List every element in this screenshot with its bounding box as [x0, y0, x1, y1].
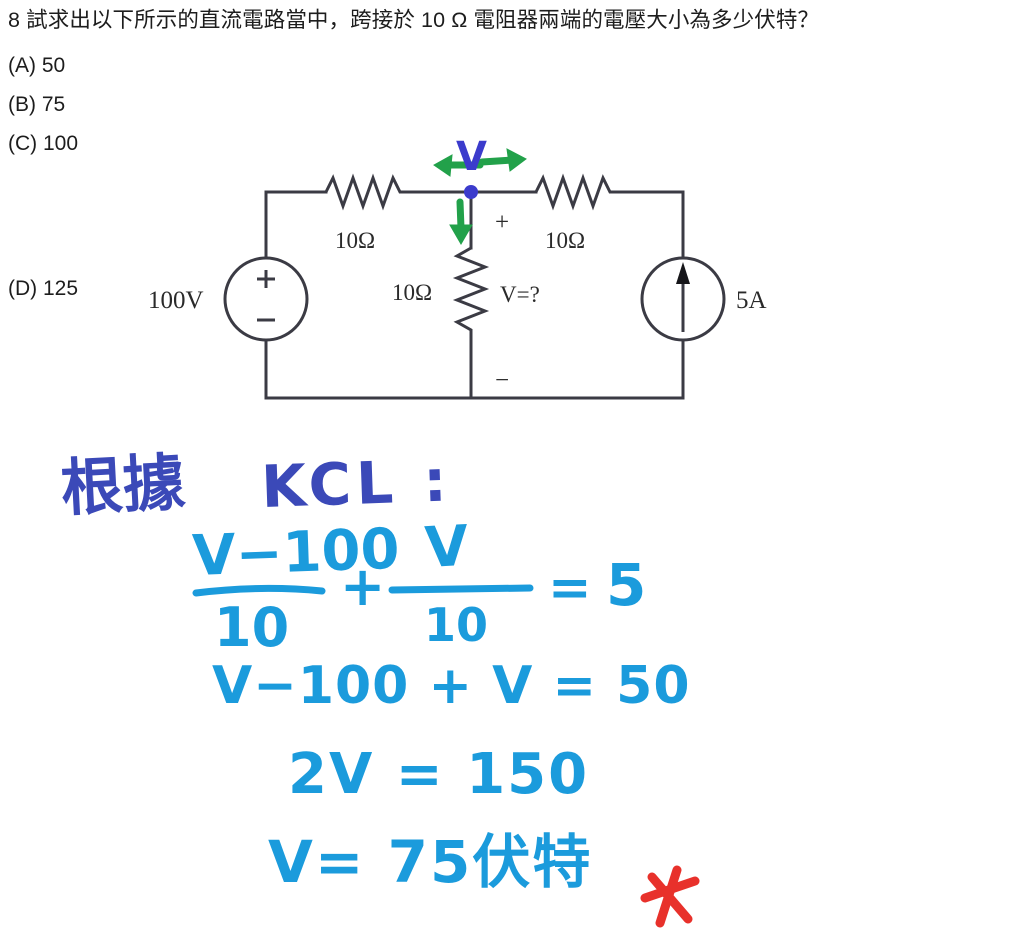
circuit-diagram: + − 10Ω 10Ω 10Ω V=? 100V 5A V — [130, 140, 810, 430]
annotation-arrow-right — [478, 148, 527, 172]
handwriting-heading-kcl: KCL : — [260, 446, 453, 521]
polarity-minus: − — [495, 367, 509, 394]
label-resistor-left: 10Ω — [335, 228, 375, 253]
red-star-mark — [640, 865, 700, 928]
equation-line-1: V−100 10 + V 10 = 5 — [191, 514, 646, 659]
option-c[interactable]: (C) 100 — [8, 132, 79, 155]
voltage-source-symbol — [223, 256, 309, 342]
label-resistor-middle: 10Ω — [392, 280, 432, 305]
frac2-numerator: V — [423, 514, 470, 581]
option-d[interactable]: (D) 125 — [8, 277, 79, 300]
equation-plus: + — [340, 555, 385, 618]
question-stem: 8 試求出以下所示的直流電路當中，跨接於 10 Ω 電阻器兩端的電壓大小為多少伏… — [8, 8, 820, 32]
equation-line-3: 2V = 150 — [288, 742, 589, 807]
equation-line-4-answer: V= 75伏特 — [268, 828, 592, 896]
annotation-arrow-left — [433, 154, 484, 177]
annotation-node-voltage: V — [456, 140, 487, 180]
annotation-arrow-down — [449, 198, 473, 245]
frac1-numerator: V−100 — [191, 517, 400, 589]
polarity-plus: + — [495, 209, 509, 236]
annotation-node-dot — [464, 185, 478, 199]
frac1-denominator: 10 — [214, 596, 289, 659]
option-a[interactable]: (A) 50 — [8, 54, 66, 77]
fraction-bar-2 — [388, 584, 534, 594]
label-current-source: 5A — [736, 287, 767, 314]
resistor-right-symbol — [534, 173, 616, 211]
equation-line-2: V−100 + V = 50 — [212, 656, 691, 716]
equation-equals: = — [548, 558, 592, 618]
frac2-denominator: 10 — [424, 598, 488, 652]
resistor-left-symbol — [324, 173, 406, 211]
option-b[interactable]: (B) 75 — [8, 93, 66, 116]
fraction-bar-1 — [192, 584, 326, 597]
resistor-middle-symbol — [452, 246, 490, 336]
label-resistor-right: 10Ω — [545, 228, 585, 253]
label-unknown-voltage: V=? — [500, 282, 540, 307]
handwritten-solution: 根據 KCL : V−100 10 + V 10 = 5 V−100 + V =… — [0, 415, 1024, 950]
label-voltage-source: 100V — [148, 287, 204, 314]
current-source-symbol — [640, 256, 726, 342]
handwriting-heading: 根據 — [59, 446, 188, 525]
circuit-wires — [264, 190, 685, 400]
equation-result: 5 — [606, 551, 646, 619]
